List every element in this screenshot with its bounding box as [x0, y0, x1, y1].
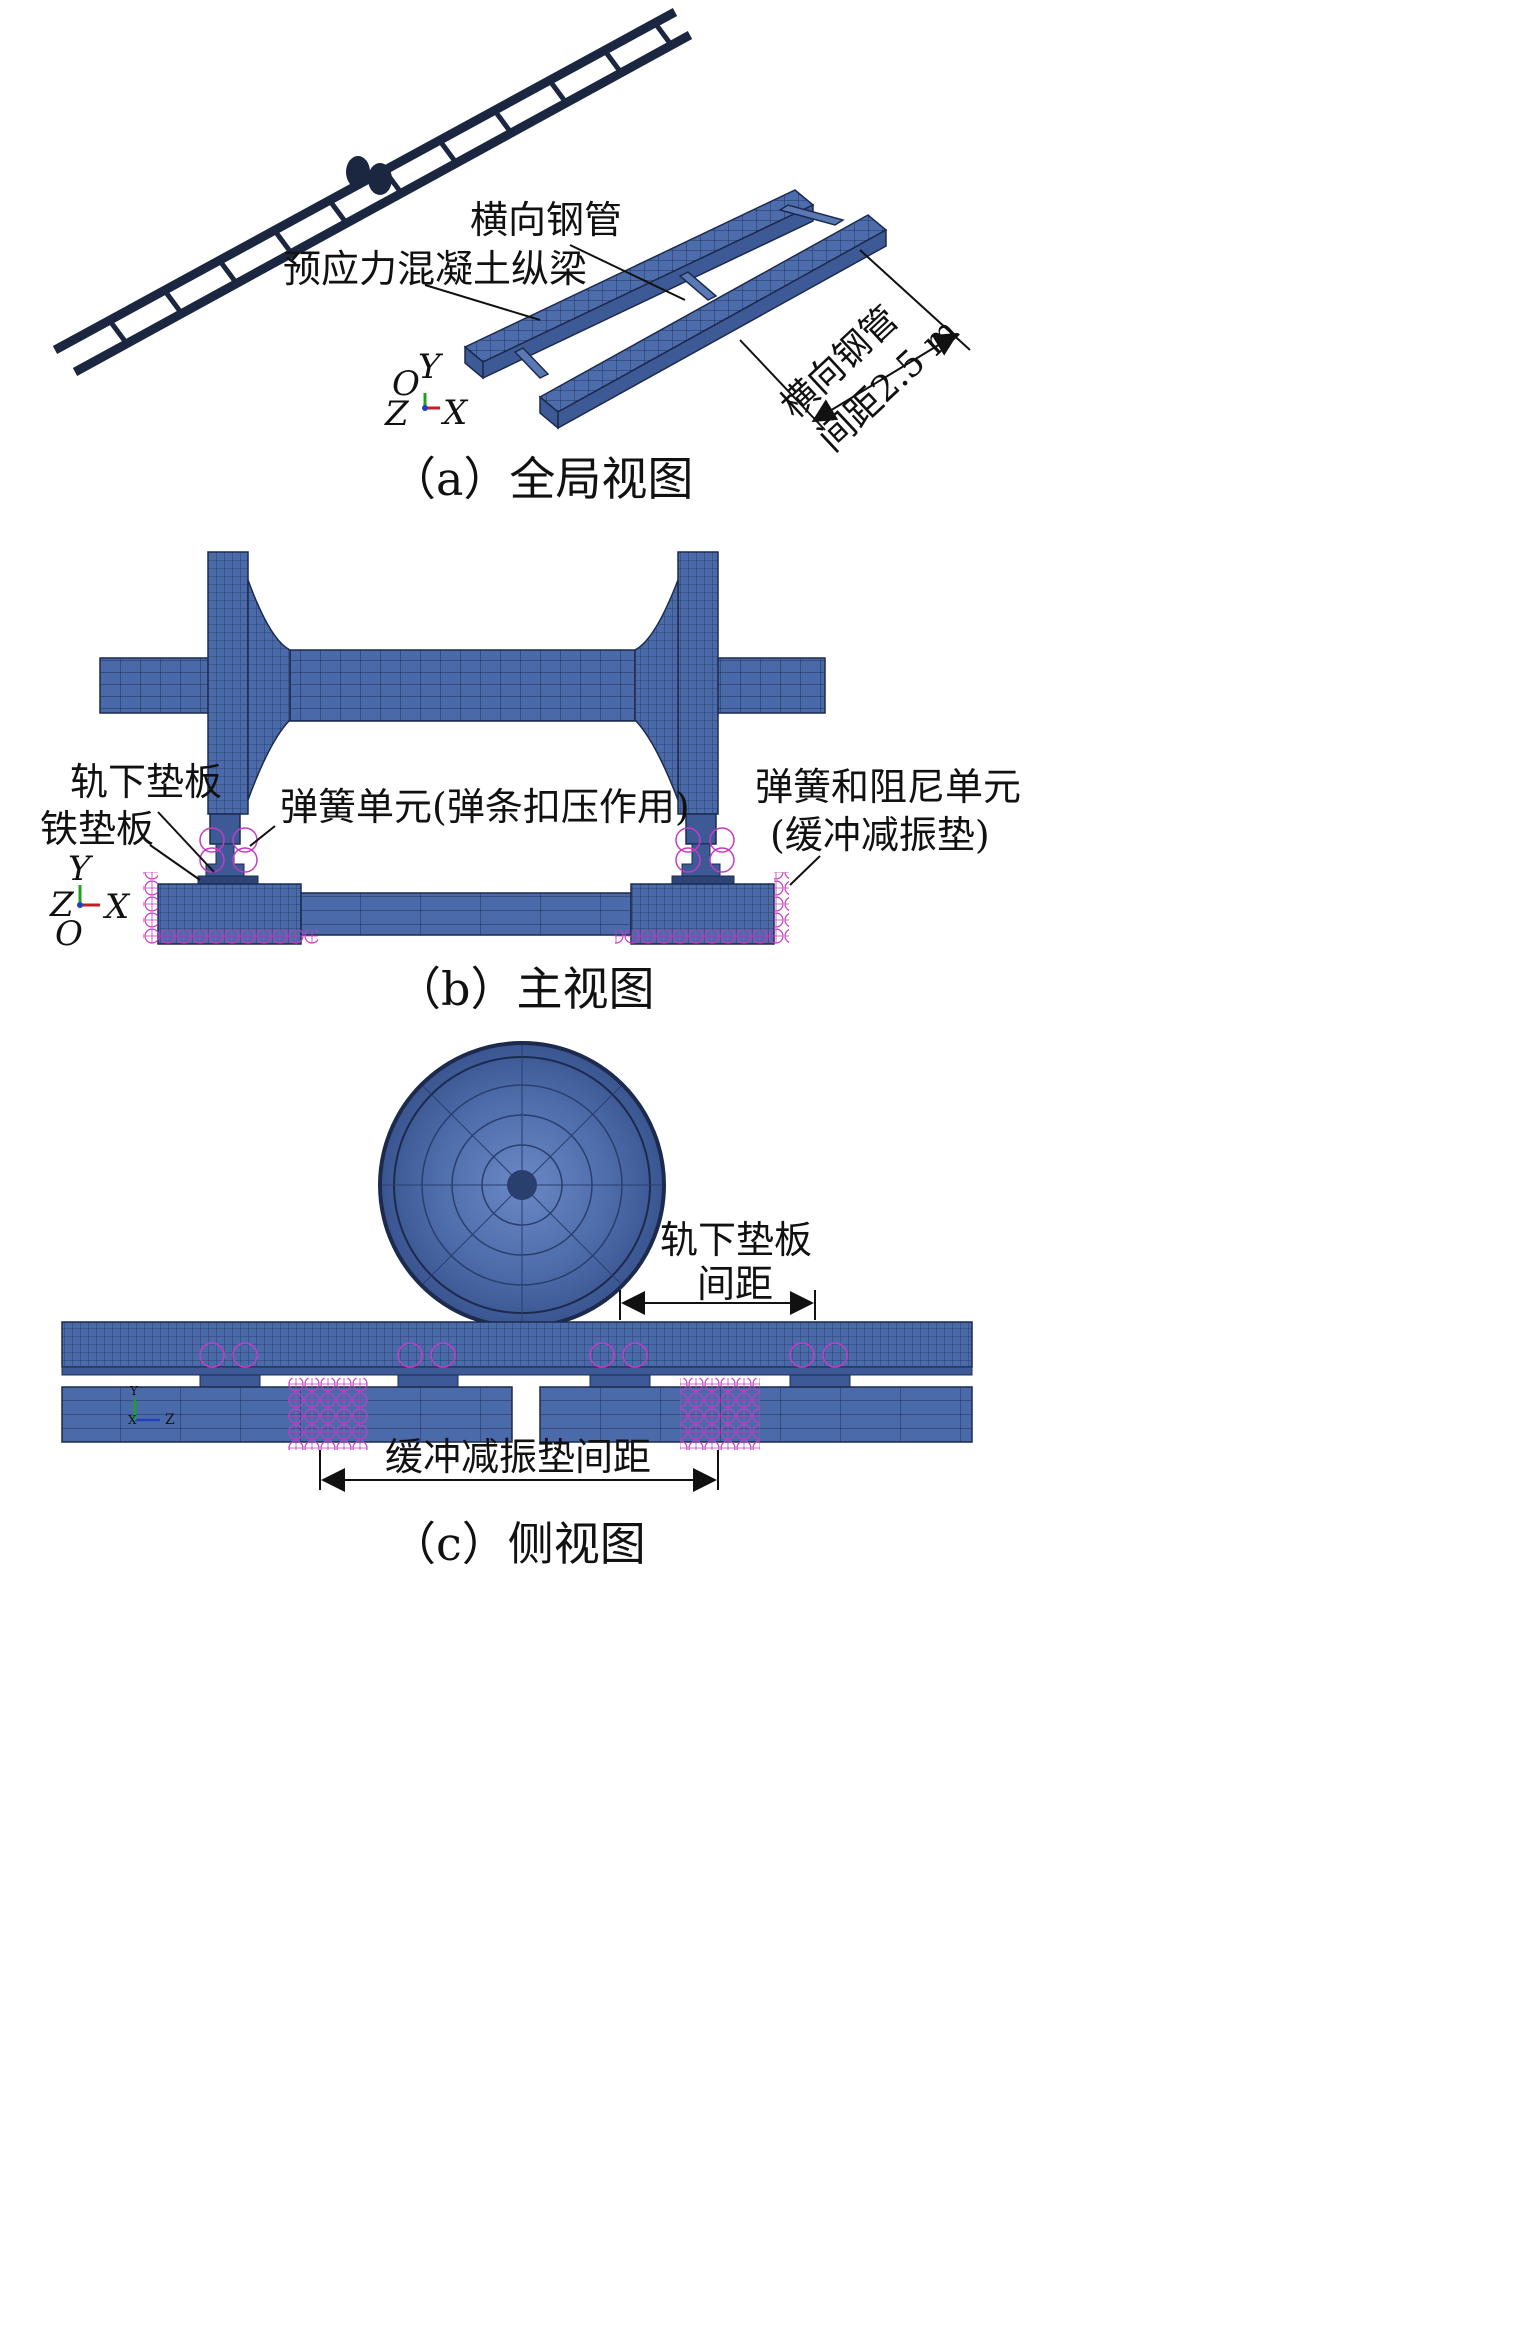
- rail-pads: [199, 1374, 851, 1388]
- buffer-spring-right: [680, 1378, 760, 1450]
- axis-a-z: Z: [384, 394, 410, 434]
- label-buffer-spacing: 缓冲减振垫间距: [385, 1435, 651, 1479]
- label-prestressed-beam: 预应力混凝土纵梁: [283, 247, 587, 291]
- ladder-rungs: [107, 21, 675, 346]
- label-pad-spacing-line1: 轨下垫板: [660, 1218, 812, 1262]
- axis-c-x: X: [128, 1413, 137, 1427]
- label-iron-plate: 铁垫板: [40, 807, 154, 851]
- caption-b: （b）主视图: [395, 962, 654, 1016]
- axis-a-y: Y: [418, 347, 444, 387]
- panel-a: 横向钢管 预应力混凝土纵梁 横向钢管 间距2.5 m O Y Z X （a）全局…: [52, 8, 971, 506]
- caption-c: （c）侧视图: [390, 1517, 646, 1571]
- axis-b-o: O: [55, 914, 83, 954]
- wheelset-overview: [346, 156, 392, 195]
- rails-b: [205, 843, 721, 877]
- label-spring-damper-line1: 弹簧和阻尼单元: [755, 765, 1021, 809]
- slab-left: [61, 1386, 513, 1443]
- fastener-springs-c: [199, 1342, 848, 1368]
- axis-triad-c: Y X Z: [128, 1384, 175, 1428]
- axis-b-z: Z: [49, 885, 75, 925]
- axis-a-o: O: [392, 364, 420, 404]
- label-spring-damper-line2: (缓冲减振垫): [770, 813, 990, 857]
- axis-a-x: X: [440, 393, 469, 433]
- axis-c-y: Y: [129, 1384, 139, 1398]
- axis-c-z: Z: [165, 1412, 175, 1428]
- axis-b-y: Y: [68, 849, 94, 889]
- buffer-spring-left: [288, 1378, 368, 1450]
- wheel-side: [378, 1041, 666, 1329]
- rail-side: [61, 1321, 973, 1368]
- axis-b-x: X: [102, 887, 131, 927]
- frame-detail: [463, 189, 888, 430]
- label-spring-unit: 弹簧单元(弹条扣压作用): [280, 785, 690, 829]
- buffer-springs-b: [143, 872, 789, 944]
- label-pad-spacing-line2: 间距: [697, 1262, 773, 1306]
- panel-c: Y X Z 轨下垫板 间距 缓冲减振垫间距 （c）侧视图: [61, 1041, 973, 1571]
- axis-triad-a: O Y Z X: [384, 347, 469, 434]
- fastener-springs: [199, 827, 735, 873]
- caption-a: （a）全局视图: [390, 452, 693, 506]
- panel-b: 轨下垫板 铁垫板 弹簧单元(弹条扣压作用) 弹簧和阻尼单元 (缓冲减振垫) Y …: [40, 551, 1021, 1016]
- left-wheel: [207, 551, 291, 845]
- right-wheel: [634, 551, 719, 845]
- axis-triad-b: Y Z X O: [49, 849, 131, 954]
- label-transverse-pipe: 横向钢管: [470, 198, 622, 242]
- label-rail-pad: 轨下垫板: [70, 760, 222, 804]
